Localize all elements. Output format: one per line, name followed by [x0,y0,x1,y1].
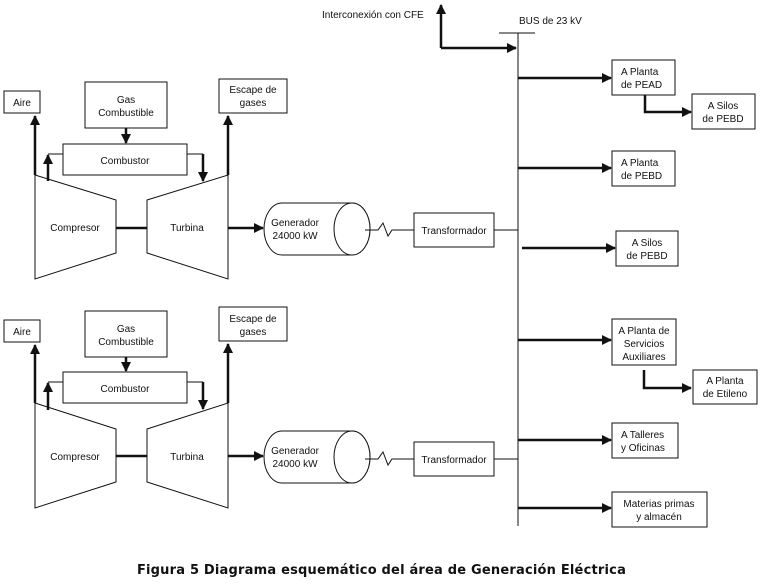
load-label-2: y Oficinas [621,443,665,454]
generator-label-1: Generador [271,218,319,229]
turbine-shape [146,174,229,280]
compressor-shape [34,174,117,280]
load-label-2: de PEBD [621,171,662,182]
load-planta-pead: A Planta de PEAD [518,59,676,96]
compressor-shape [34,402,117,509]
cfe-interconnection: Interconexión con CFE [322,4,517,53]
load-talleres-oficinas: A Talleres y Oficinas [518,422,679,459]
breaker-symbol [365,450,414,467]
load-label-1: A Silos [632,238,663,249]
exhaust-label-2: gases [240,98,267,109]
load-label-2: de PEAD [621,80,662,91]
load-label-2: de PEBD [702,114,743,125]
air-box [3,90,41,114]
combustor-box [62,371,188,404]
fuel-label-1: Gas [117,95,135,106]
load-box [611,150,676,187]
load-label-1: A Planta [621,158,659,169]
combustor-label: Combustor [101,156,151,167]
combustor-label: Combustor [101,384,151,395]
turbine-label: Turbina [170,452,204,463]
compressor-label: Compresor [50,223,100,234]
combustor-box [62,143,188,176]
feed-arrow [643,95,692,117]
load-label-2: y almacén [636,512,682,523]
air-label: Aire [13,98,31,109]
load-label-1: Materias primas [623,499,694,510]
load-materias-primas: Materias primas y almacén [518,491,708,528]
load-silos-pebd-2: A Silos de PEBD [522,230,679,267]
fuel-label-2: Combustible [98,337,154,348]
exhaust-box [218,78,288,114]
load-box [611,318,677,366]
load-servicios-auxiliares: A Planta de Servicios Auxiliares [518,318,677,366]
load-silos-pebd-1: A Silos de PEBD [643,93,756,130]
load-label-1: A Planta de [618,326,670,337]
transformer-label: Transformador [421,455,487,466]
bus-label: BUS de 23 kV [519,16,582,27]
load-box [615,230,679,267]
load-box [692,369,758,405]
figure-caption: Figura 5 Diagrama esquemático del área d… [136,563,627,578]
turbine-set-2: Aire Gas Combustible Escape de gases Com… [3,306,518,509]
exhaust-label-1: Escape de [229,85,277,96]
compressor-label: Compresor [50,452,100,463]
load-label-1: A Silos [708,101,739,112]
load-box [611,59,676,96]
load-box [611,422,679,459]
generator-label-2: 24000 kW [272,459,318,470]
air-box [3,319,41,343]
load-label-1: A Planta [621,67,659,78]
load-planta-pebd: A Planta de PEBD [518,150,676,187]
fuel-label-1: Gas [117,324,135,335]
load-label-3: Auxiliares [622,352,665,363]
cfe-label: Interconexión con CFE [322,10,424,21]
load-label-2: de Etileno [703,389,748,400]
bus-23kv: BUS de 23 kV [499,16,582,526]
generator-label-2: 24000 kW [272,231,318,242]
load-label-2: de PEBD [626,251,667,262]
exhaust-box [218,306,288,342]
load-box [611,491,708,528]
turbine-set-1: Aire Gas Combustible Escape de gases Com… [3,78,518,280]
generator-end [333,202,371,256]
breaker-symbol [365,221,414,238]
exhaust-label-1: Escape de [229,314,277,325]
generator-end [333,430,371,484]
fuel-label-2: Combustible [98,108,154,119]
transformer-box [413,441,495,477]
fuel-box [84,310,168,358]
generator-label-1: Generador [271,446,319,457]
turbine-shape [146,402,229,509]
exhaust-label-2: gases [240,327,267,338]
turbine-label: Turbina [170,223,204,234]
load-planta-etileno: A Planta de Etileno [642,369,758,405]
load-label-2: Servicios [624,339,665,350]
transformer-label: Transformador [421,226,487,237]
feed-arrow [642,370,692,393]
load-label-1: A Planta [706,376,744,387]
air-label: Aire [13,327,31,338]
transformer-box [413,212,495,248]
load-box [691,93,756,130]
load-label-1: A Talleres [621,430,664,441]
